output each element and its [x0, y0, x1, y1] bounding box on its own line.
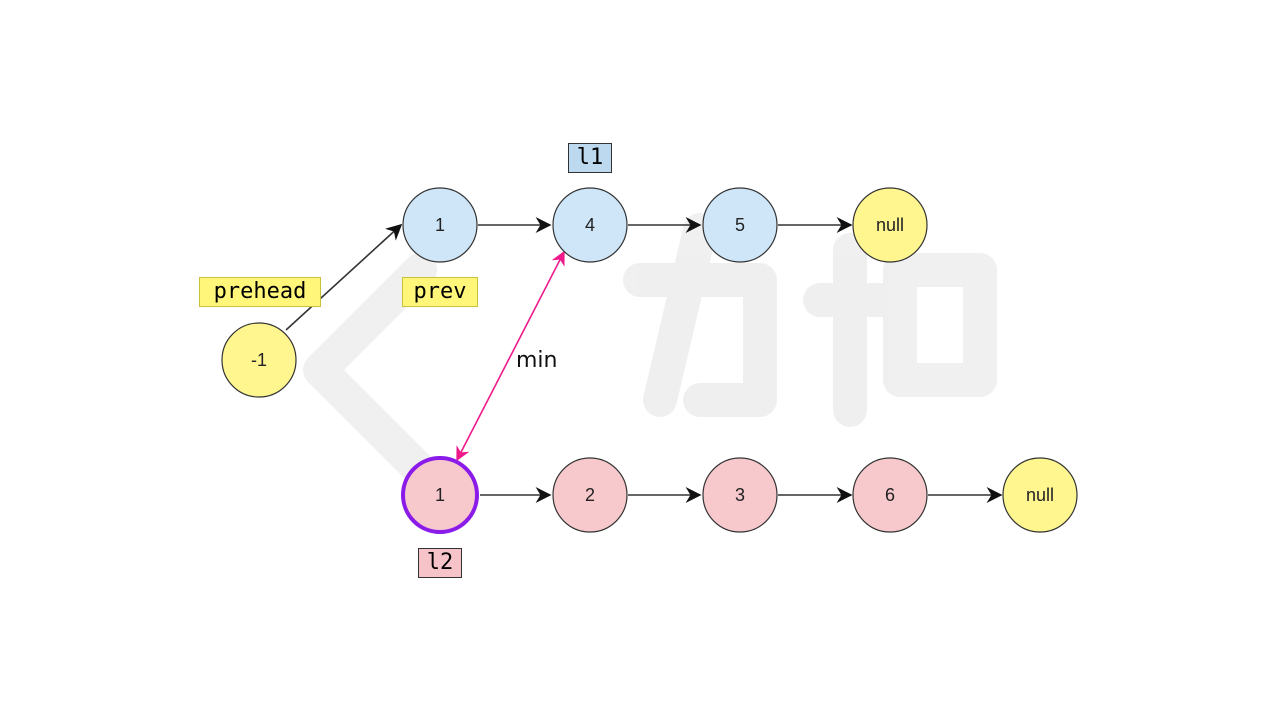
node-l2-1-value: 2 — [585, 485, 595, 505]
node-l1-3: null — [852, 187, 928, 263]
node-l2-2-circle — [702, 457, 778, 533]
watermark-logo — [303, 213, 997, 487]
pointer-label-prehead: prehead — [199, 277, 321, 307]
node-l2-3: 6 — [852, 457, 928, 533]
list-l1: 1 4 5 null — [402, 187, 928, 263]
watermark-bracket-shape — [303, 253, 437, 487]
node-l1-2-circle — [702, 187, 778, 263]
node-l1-3-value: null — [876, 215, 904, 235]
node-l2-1-circle — [552, 457, 628, 533]
node-l2-0-value: 1 — [435, 485, 445, 505]
watermark-glyph-1 — [623, 263, 777, 417]
node-l1-1-circle — [552, 187, 628, 263]
pointer-label-l2: l2 — [418, 548, 462, 578]
node-prehead-value: -1 — [251, 350, 267, 370]
node-l2-0-circle-highlighted — [401, 456, 479, 534]
min-label: min — [516, 348, 558, 373]
node-l2-4-value: null — [1026, 485, 1054, 505]
node-l1-2-value: 5 — [735, 215, 745, 235]
node-l1-0-value: 1 — [435, 215, 445, 235]
node-l2-4: null — [1002, 457, 1078, 533]
pointer-label-l1: l1 — [568, 143, 612, 173]
list-l2: 1 2 3 6 null — [401, 456, 1078, 534]
node-l2-2: 3 — [702, 457, 778, 533]
edges — [285, 217, 1003, 503]
node-prehead-circle — [221, 322, 297, 398]
node-l2-3-value: 6 — [885, 485, 895, 505]
node-l1-1-value: 4 — [585, 215, 595, 235]
node-l1-2: 5 — [702, 187, 778, 263]
node-l2-4-circle — [1002, 457, 1078, 533]
node-l2-3-circle — [852, 457, 928, 533]
node-l2-2-value: 3 — [735, 485, 745, 505]
min-compare-arrow — [456, 250, 565, 462]
node-l1-0-circle — [402, 187, 478, 263]
node-l1-3-circle — [852, 187, 928, 263]
edge-prehead-to-l1-1 — [285, 223, 403, 331]
node-l1-0: 1 — [402, 187, 478, 263]
watermark-glyph-3 — [803, 233, 997, 427]
node-prehead: -1 — [221, 322, 297, 398]
watermark-glyph-2 — [643, 213, 717, 417]
node-l2-1: 2 — [552, 457, 628, 533]
node-l1-1: 4 — [552, 187, 628, 263]
pointer-label-prev: prev — [402, 277, 478, 307]
node-l2-0: 1 — [401, 456, 479, 534]
